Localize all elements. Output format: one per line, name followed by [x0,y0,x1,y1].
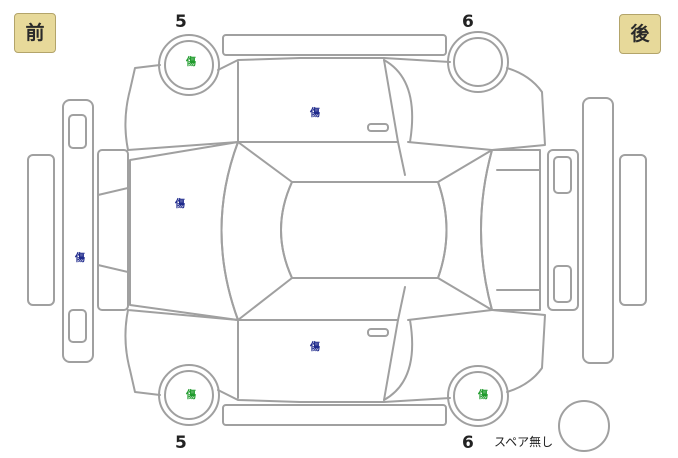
rear-bumper-side-strip [619,154,647,306]
rear-lamp-bottom [553,265,572,303]
rear-right-wheel-outer [447,365,509,427]
rear-left-wheel-inner [453,37,503,87]
front-right-wheel-outer [158,364,220,426]
front-fog-lamp-bottom [68,309,87,343]
hood-damage-mark: 傷 [175,199,185,210]
trunk-lid [480,149,541,311]
rear-window [437,149,493,311]
front-right-wheel-inner [164,370,214,420]
front-left-tread-number: 5 [175,12,187,32]
right-side-skirt [222,404,447,426]
right-side-body [124,309,546,403]
spare-tire-label: スペア無し [494,435,554,449]
left-doors-damage-mark: 傷 [310,108,320,119]
right-doors-damage-mark: 傷 [310,342,320,353]
front-bumper [62,99,94,363]
front-left-tire-damage-mark: 傷 [186,57,196,68]
front-left-wheel-outer [158,34,220,96]
rear-right-tire-damage-mark: 傷 [478,390,488,401]
roof-panel [280,181,448,279]
rear-bumper [582,97,614,364]
front-right-tread-number: 5 [175,433,187,453]
front-bumper-side-strip [27,154,55,306]
front-grille [97,149,129,311]
rear-badge: 後 [619,14,661,54]
left-side-body [124,57,546,151]
front-left-wheel-inner [164,40,214,90]
front-right-tire-damage-mark: 傷 [186,390,196,401]
front-fog-lamp-top [68,114,87,149]
rear-lamp-top [553,156,572,194]
front-bumper-damage-mark: 傷 [75,253,85,264]
rear-left-tread-number: 6 [462,12,474,32]
front-badge: 前 [14,13,56,53]
left-side-skirt [222,34,447,56]
rear-right-tread-number: 6 [462,433,474,453]
rear-bumper-inner [547,149,579,311]
rear-right-wheel-inner [453,371,503,421]
rear-left-wheel-outer [447,31,509,93]
spare-tire [558,400,610,452]
